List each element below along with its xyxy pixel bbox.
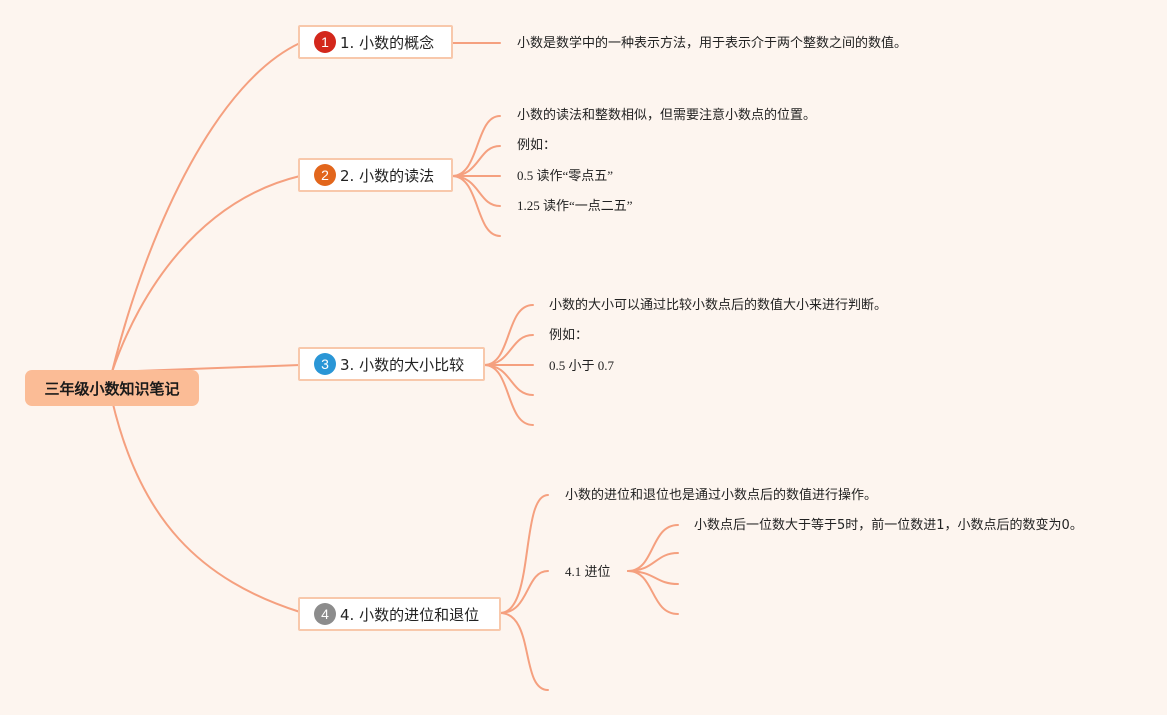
connector-subtopic-leaf-1 [627, 524, 679, 572]
connector-root-topic-4 [111, 399, 301, 613]
connector-subtopic-leaf-2 [627, 552, 679, 572]
connector-topic-4-leaf-2 [499, 570, 549, 614]
topic-2-leaf-4[interactable]: 1.25 读作“一点二五” [517, 198, 633, 213]
number-3-icon: 3 [314, 353, 336, 375]
topic-2-label: 2. 小数的读法 [340, 166, 435, 185]
connector-topic-4-leaf-1 [499, 494, 549, 614]
number-2-icon: 2 [314, 164, 336, 186]
topic-2-leaf-1[interactable]: 小数的读法和整数相似，但需要注意小数点的位置。 [517, 108, 817, 123]
topic-4-leaf-1[interactable]: 小数的进位和退位也是通过小数点后的数值进行操作。 [565, 488, 878, 503]
subtopic-4-1[interactable]: 4.1 进位 [565, 564, 611, 579]
topic-3-leaf-2[interactable]: 例如： [549, 328, 589, 343]
number-1-icon: 1 [314, 31, 336, 53]
topic-2-leaf-3[interactable]: 0.5 读作“零点五” [517, 168, 614, 183]
root-label: 三年级小数知识笔记 [44, 379, 180, 398]
topic-1-leaf-1[interactable]: 小数是数学中的一种表示方法，用于表示介于两个整数之间的数值。 [517, 36, 908, 51]
topic-2-leaf-2[interactable]: 例如： [517, 138, 557, 153]
topic-1-label: 1. 小数的概念 [340, 33, 435, 52]
connector-topic-2-leaf-1 [451, 115, 501, 177]
topic-3-leaf-1[interactable]: 小数的大小可以通过比较小数点后的数值大小来进行判断。 [549, 298, 888, 313]
connector-topic-3-leaf-2 [483, 334, 534, 366]
connector-topic-4-leaf-3 [499, 612, 549, 691]
topic-3-leaf-3[interactable]: 0.5 小于 0.7 [549, 358, 615, 373]
topic-3[interactable]: 3 3. 小数的大小比较 [298, 347, 485, 381]
number-4-icon: 4 [314, 603, 336, 625]
connector-root-topic-2 [111, 175, 301, 373]
connector-topic-3-leaf-1 [483, 304, 534, 366]
topic-3-label: 3. 小数的大小比较 [340, 355, 465, 374]
topic-2[interactable]: 2 2. 小数的读法 [298, 158, 453, 192]
topic-4[interactable]: 4 4. 小数的进位和退位 [298, 597, 501, 631]
connector-topic-2-leaf-5 [451, 175, 501, 237]
connector-subtopic-leaf-4 [627, 570, 679, 615]
connector-topic-3-leaf-5 [483, 364, 534, 426]
root-node[interactable]: 三年级小数知识笔记 [25, 370, 199, 406]
subtopic-4-1-leaf-1[interactable]: 小数点后一位数大于等于5时，前一位数进1，小数点后的数变为0。 [694, 518, 1083, 533]
topic-1[interactable]: 1 1. 小数的概念 [298, 25, 453, 59]
connector-topic-3-leaf-4 [483, 364, 534, 396]
connector-root-topic-1 [111, 42, 301, 373]
topic-4-label: 4. 小数的进位和退位 [340, 605, 480, 624]
